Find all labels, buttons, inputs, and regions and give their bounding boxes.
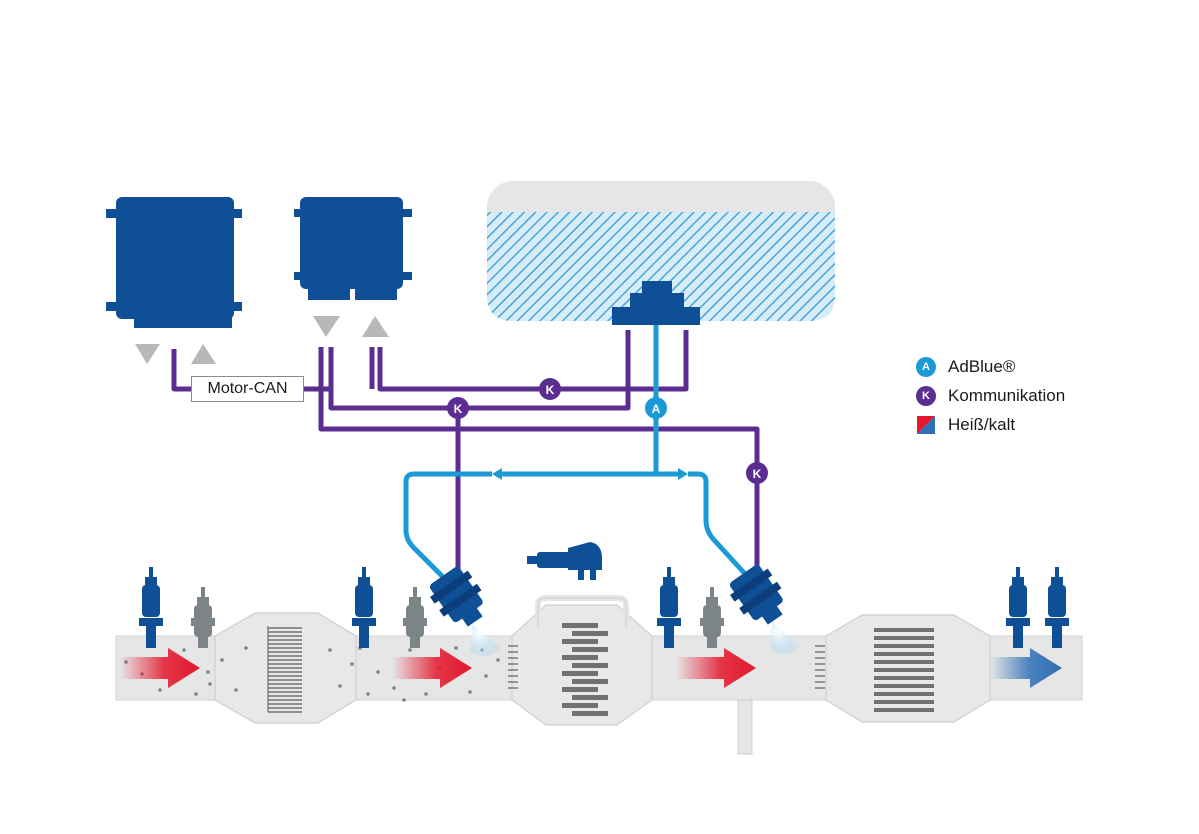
badge-letter: A (652, 402, 661, 416)
scr-block (572, 631, 608, 636)
scr-block (572, 647, 608, 652)
legend-item-adblue: A AdBlue® (916, 352, 1065, 381)
soot-particle (468, 690, 472, 694)
soot-particle (366, 692, 370, 696)
scr-block (572, 663, 608, 668)
soot-particle (392, 686, 396, 690)
soot-particle (220, 658, 224, 662)
legend-label: AdBlue® (948, 356, 1016, 376)
engine-control-unit (106, 197, 242, 328)
soot-particle (496, 658, 500, 662)
soot-particle (408, 648, 412, 652)
adblue-flow-arrowheads (492, 468, 688, 480)
scr-catalyst (562, 623, 608, 716)
soot-particle (244, 646, 248, 650)
soot-particle (376, 670, 380, 674)
scr-block (572, 695, 608, 700)
hot-flow-arrow (392, 648, 472, 688)
sensors (139, 567, 1069, 648)
nox-sensor (352, 567, 376, 648)
catalyst-stripe (874, 700, 934, 704)
soot-particle (424, 692, 428, 696)
clean-up-catalyst (874, 628, 934, 712)
scr-block (562, 623, 598, 628)
dosing-spray (770, 622, 800, 655)
catalyst-stripe (874, 636, 934, 640)
soot-particle (350, 662, 354, 666)
oxidation-catalyst (267, 626, 302, 713)
hot-flow-arrow (676, 648, 756, 688)
soot-particle (328, 648, 332, 652)
soot-particle (484, 674, 488, 678)
scr-block (562, 703, 598, 708)
exhaust-flow-arrows (120, 648, 1062, 688)
motor-can-label: Motor-CAN (191, 376, 304, 402)
soot-particle (454, 646, 458, 650)
legend-label: Kommunikation (948, 385, 1066, 405)
communication-marker-icon: K (916, 385, 936, 406)
temperature-sensor (403, 587, 427, 648)
nox-sensor (1045, 567, 1069, 648)
scr-block (572, 711, 608, 716)
soot-particle (234, 688, 238, 692)
nox-sensor (657, 567, 681, 648)
temperature-sensor (191, 587, 215, 648)
communication-badge: K (447, 397, 469, 419)
scr-block (562, 687, 598, 692)
hot-flow-arrow (120, 648, 200, 688)
exhaust-line (115, 595, 1083, 755)
valve-actuator (527, 542, 602, 580)
soot-particle (182, 648, 186, 652)
legend-item-communication: K Kommunikation (916, 381, 1065, 410)
dosing-module-2 (729, 564, 783, 625)
badge-letter: K (454, 402, 463, 416)
catalyst-stripe (874, 692, 934, 696)
communication-badge: K (539, 378, 561, 400)
mixer-marks (508, 645, 825, 689)
cold-flow-arrow (990, 648, 1062, 688)
badge-letter: K (546, 383, 555, 397)
temperature-sensor (700, 587, 724, 648)
dosing-module-1 (429, 566, 483, 627)
signal-down-triangle (135, 344, 160, 364)
catalyst-stripe (874, 676, 934, 680)
signal-up-triangle (191, 344, 216, 364)
adblue-badge: A (645, 397, 667, 419)
dcu-control-unit (294, 197, 412, 300)
nox-sensor (139, 567, 163, 648)
dosing-spray (470, 624, 500, 657)
signal-down-triangle (313, 316, 340, 337)
soot-particle (206, 670, 210, 674)
nox-sensor (1006, 567, 1030, 648)
catalyst-stripe (874, 660, 934, 664)
catalyst-stripe (874, 708, 934, 712)
catalyst-stripe (874, 628, 934, 632)
catalyst-stripe (874, 668, 934, 672)
legend: A AdBlue® K Kommunikation Heiß/kalt (916, 352, 1065, 439)
adblue-marker-icon: A (916, 356, 936, 377)
signal-up-triangle (362, 316, 389, 337)
soot-particle (338, 684, 342, 688)
legend-item-hot-cold: Heiß/kalt (916, 410, 1065, 439)
badge-letter: K (753, 467, 762, 481)
communication-lines (171, 330, 760, 578)
soot-particle (208, 682, 212, 686)
signal-triangles (135, 316, 389, 364)
adblue-tank (487, 181, 835, 325)
catalyst-stripe (874, 684, 934, 688)
communication-badge: K (746, 462, 768, 484)
catalyst-stripe (874, 652, 934, 656)
scr-block (572, 679, 608, 684)
soot-particle (402, 698, 406, 702)
legend-label: Heiß/kalt (948, 414, 1016, 434)
soot-particle (194, 692, 198, 696)
scr-block (562, 639, 598, 644)
scr-block (562, 671, 598, 676)
hot-cold-icon (917, 415, 935, 434)
scr-block (562, 655, 598, 660)
soot-particle (158, 688, 162, 692)
catalyst-stripe (874, 644, 934, 648)
